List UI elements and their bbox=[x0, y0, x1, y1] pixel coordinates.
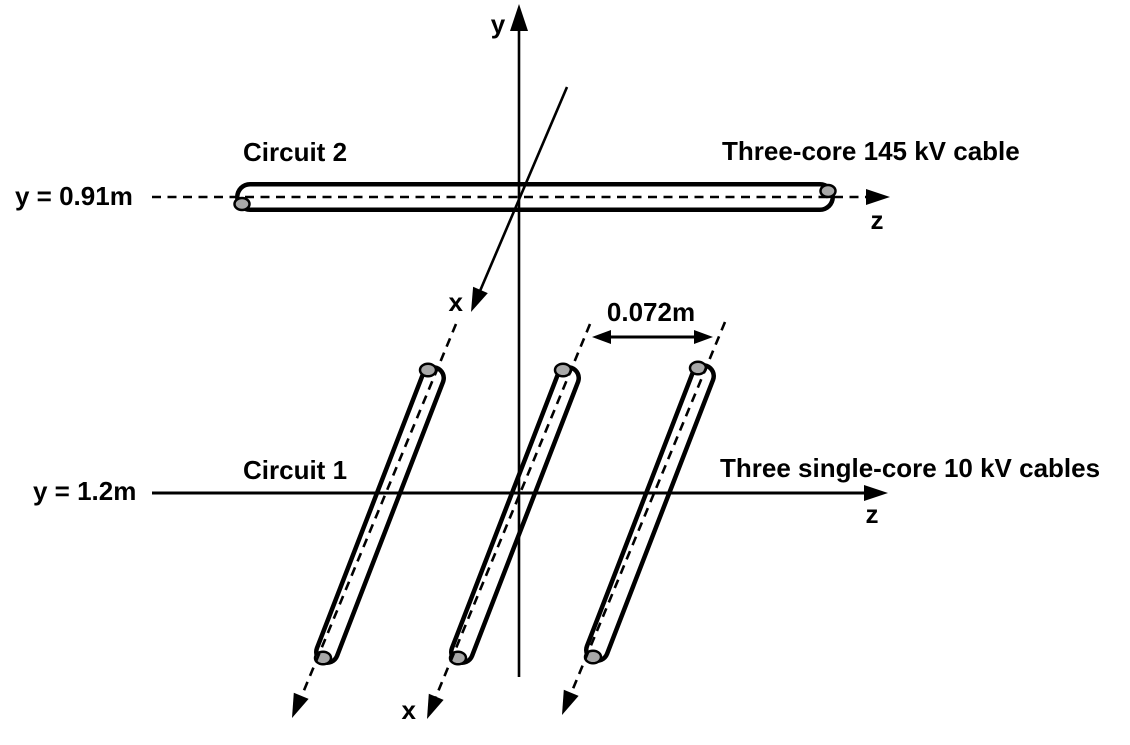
circuit2-cable-type-label: Three-core 145 kV cable bbox=[722, 136, 1020, 166]
circuit1-x-axis-arrowhead bbox=[427, 693, 444, 719]
circuit2-conductor-right bbox=[819, 183, 837, 199]
circuit1-cable-middle-fill bbox=[453, 369, 577, 661]
spacing-dimension-right-arrowhead bbox=[694, 330, 713, 344]
circuit2-name-label: Circuit 2 bbox=[243, 137, 347, 167]
circuit2-z-axis-arrowhead bbox=[866, 189, 890, 205]
circuit1-cable-left-fill bbox=[318, 369, 442, 661]
x-axis-lower-label: x bbox=[402, 695, 417, 725]
conductor-ends-group bbox=[233, 183, 837, 666]
circuit1-z-axis-arrowhead bbox=[864, 485, 888, 501]
y-axis-label: y bbox=[491, 9, 506, 39]
circuit2-conductor-left bbox=[233, 196, 251, 212]
circuit1-centerlines bbox=[292, 321, 727, 719]
y-axis bbox=[510, 4, 528, 677]
circuit1-left-conductor-top bbox=[418, 362, 438, 378]
z-axis-lower-label: z bbox=[866, 499, 879, 529]
circuit2-x-axis-line bbox=[475, 86, 569, 299]
circuit1-middle-centerline-x-axis bbox=[433, 323, 592, 700]
circuit1-right-centerline-arrowhead bbox=[562, 689, 579, 715]
circuit2-depth-label: y = 0.91m bbox=[15, 181, 133, 211]
circuit1-cable-right-fill bbox=[588, 367, 712, 659]
circuit1-labels: Circuit 1 Three single-core 10 kV cables… bbox=[33, 453, 1100, 506]
axis-labels: y x z z x bbox=[402, 9, 884, 725]
circuit1-right-centerline bbox=[568, 321, 727, 697]
circuit2-labels: Circuit 2 Three-core 145 kV cable y = 0.… bbox=[15, 136, 1020, 211]
y-axis-arrowhead bbox=[510, 4, 528, 31]
spacing-dimension-label: 0.072m bbox=[607, 297, 695, 327]
circuit1-depth-label: y = 1.2m bbox=[33, 476, 136, 506]
spacing-dimension: 0.072m bbox=[592, 297, 713, 344]
circuit2-x-axis-arrowhead bbox=[471, 286, 488, 312]
circuit2-axes bbox=[152, 86, 890, 312]
circuit1-cable-type-label: Three single-core 10 kV cables bbox=[720, 453, 1100, 483]
circuit1-cables-group bbox=[314, 363, 716, 665]
circuit1-left-centerline-arrowhead bbox=[292, 692, 309, 718]
circuit1-axes bbox=[152, 485, 888, 501]
spacing-dimension-left-arrowhead bbox=[592, 330, 611, 344]
circuit1-name-label: Circuit 1 bbox=[243, 455, 347, 485]
z-axis-upper-label: z bbox=[871, 205, 884, 235]
x-axis-upper-label: x bbox=[449, 287, 464, 317]
circuit1-left-centerline bbox=[298, 323, 458, 701]
